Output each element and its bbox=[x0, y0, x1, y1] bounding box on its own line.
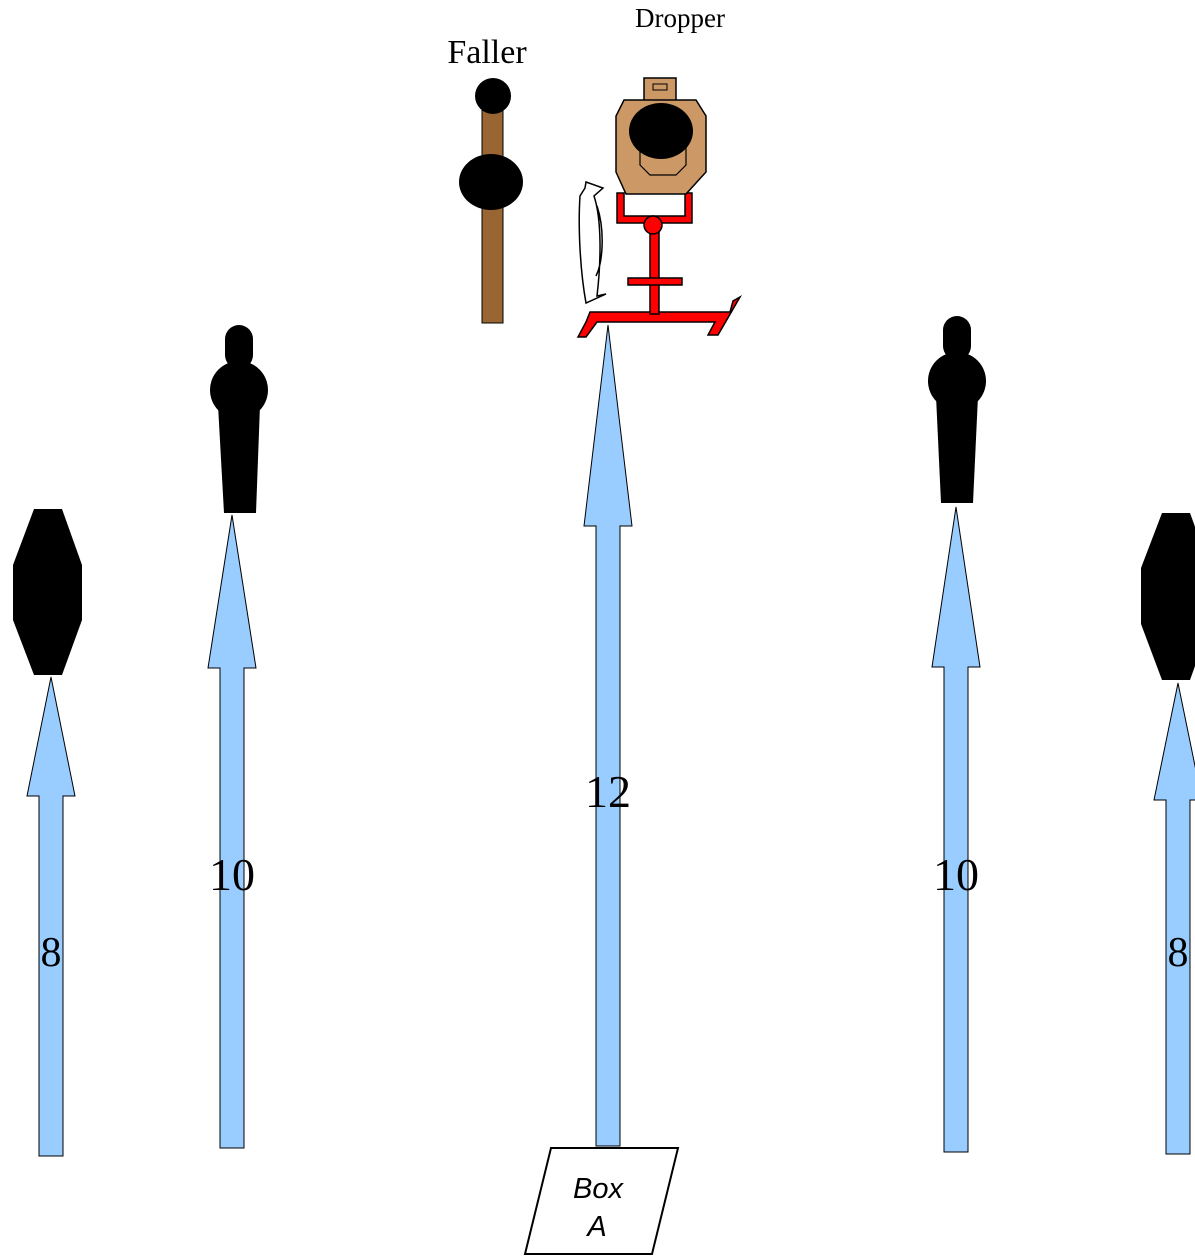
popper-target-right-icon bbox=[928, 316, 986, 503]
arrow-right-outer bbox=[1153, 682, 1195, 1155]
arrow-right-inner bbox=[931, 506, 981, 1153]
faller-target-icon bbox=[459, 78, 523, 324]
box-label-line1: Box bbox=[573, 1173, 624, 1205]
octagon-target-right-icon bbox=[1141, 513, 1195, 680]
distance-label-center: 12 bbox=[585, 766, 631, 817]
arrow-left-outer bbox=[26, 676, 76, 1157]
dropper-target-icon bbox=[576, 77, 743, 338]
shooting-box bbox=[523, 1147, 680, 1255]
distance-label-left-inner: 10 bbox=[209, 849, 255, 900]
octagon-target-left-icon bbox=[13, 509, 82, 675]
box-label-line2: A bbox=[585, 1211, 606, 1243]
distance-label-right-inner: 10 bbox=[933, 849, 979, 900]
distance-label-right-outer: 8 bbox=[1168, 930, 1189, 976]
popper-target-left-icon bbox=[210, 325, 268, 513]
faller-label: Faller bbox=[447, 34, 527, 71]
rotation-arrow-icon bbox=[578, 180, 607, 305]
dropper-label: Dropper bbox=[635, 3, 725, 33]
arrow-center bbox=[583, 324, 633, 1147]
arrow-left-inner bbox=[207, 514, 257, 1149]
distance-label-left-outer: 8 bbox=[41, 930, 62, 976]
